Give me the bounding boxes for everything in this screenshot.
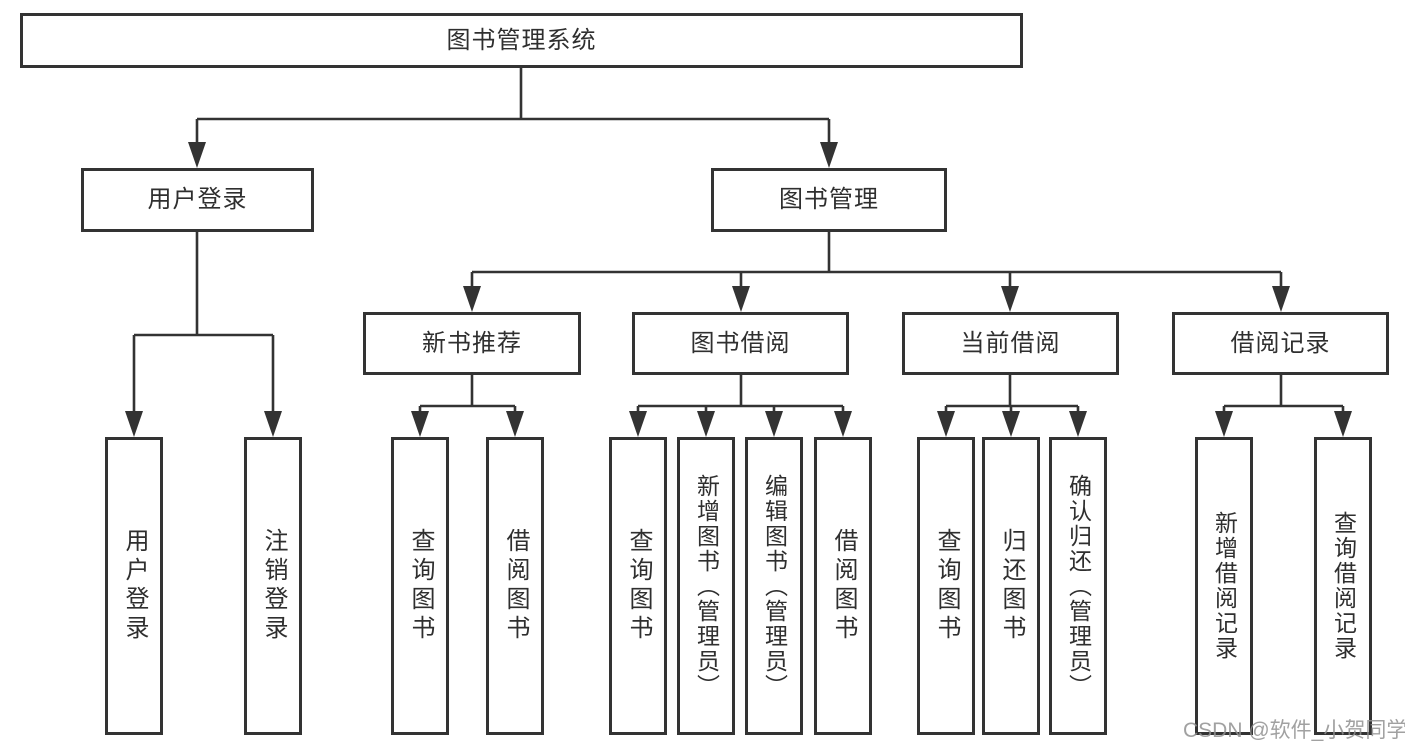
leaf-nbr-borrow-book-label: 借阅图书: [502, 528, 529, 644]
leaf-logout-label: 注销登录: [260, 528, 287, 644]
leaf-bb-query-book-label: 查询图书: [625, 528, 652, 644]
node-user-login: 用户登录: [81, 168, 314, 232]
node-library-management-system-label: 图书管理系统: [446, 26, 597, 54]
node-book-borrow: 图书借阅: [632, 312, 849, 375]
leaf-cb-confirm-return-admin-label: 确认归还（管理员）: [1065, 473, 1092, 699]
leaf-cb-confirm-return-admin: 确认归还（管理员）: [1049, 437, 1107, 735]
leaf-cb-query-book: 查询图书: [917, 437, 975, 735]
node-book-management: 图书管理: [711, 168, 947, 232]
leaf-cb-return-book: 归还图书: [982, 437, 1040, 735]
leaf-nbr-query-book: 查询图书: [391, 437, 449, 735]
node-new-book-recommend: 新书推荐: [363, 312, 581, 375]
arrowheads: [125, 142, 1352, 437]
node-current-borrow: 当前借阅: [902, 312, 1119, 375]
node-user-login-label: 用户登录: [147, 186, 248, 213]
leaf-br-add-record-label: 新增借阅记录: [1211, 511, 1238, 661]
leaf-bb-edit-book-admin: 编辑图书（管理员）: [745, 437, 803, 735]
leaf-cb-query-book-label: 查询图书: [933, 528, 960, 644]
leaf-br-query-record: 查询借阅记录: [1314, 437, 1372, 735]
csdn-watermark: CSDN @软件_小贺同学: [1183, 719, 1405, 742]
leaf-nbr-query-book-label: 查询图书: [407, 528, 434, 644]
leaf-bb-add-book-admin: 新增图书（管理员）: [677, 437, 735, 735]
node-book-borrow-label: 图书借阅: [690, 329, 791, 357]
leaf-bb-edit-book-admin-label: 编辑图书（管理员）: [761, 473, 788, 699]
node-new-book-recommend-label: 新书推荐: [422, 329, 522, 357]
leaf-logout: 注销登录: [244, 437, 302, 735]
leaf-user-login-label: 用户登录: [121, 528, 148, 644]
node-book-management-label: 图书管理: [779, 186, 879, 213]
leaf-cb-return-book-label: 归还图书: [998, 528, 1025, 644]
leaf-user-login: 用户登录: [105, 437, 163, 735]
node-library-management-system: 图书管理系统: [20, 13, 1023, 68]
node-current-borrow-label: 当前借阅: [960, 329, 1061, 357]
leaf-br-add-record: 新增借阅记录: [1195, 437, 1253, 735]
leaf-nbr-borrow-book: 借阅图书: [486, 437, 544, 735]
leaf-bb-add-book-admin-label: 新增图书（管理员）: [693, 473, 720, 699]
leaf-bb-query-book: 查询图书: [609, 437, 667, 735]
node-borrow-records: 借阅记录: [1172, 312, 1389, 375]
leaf-bb-borrow-book-label: 借阅图书: [830, 528, 857, 644]
leaf-br-query-record-label: 查询借阅记录: [1330, 511, 1357, 661]
leaf-bb-borrow-book: 借阅图书: [814, 437, 872, 735]
node-borrow-records-label: 借阅记录: [1230, 329, 1331, 357]
